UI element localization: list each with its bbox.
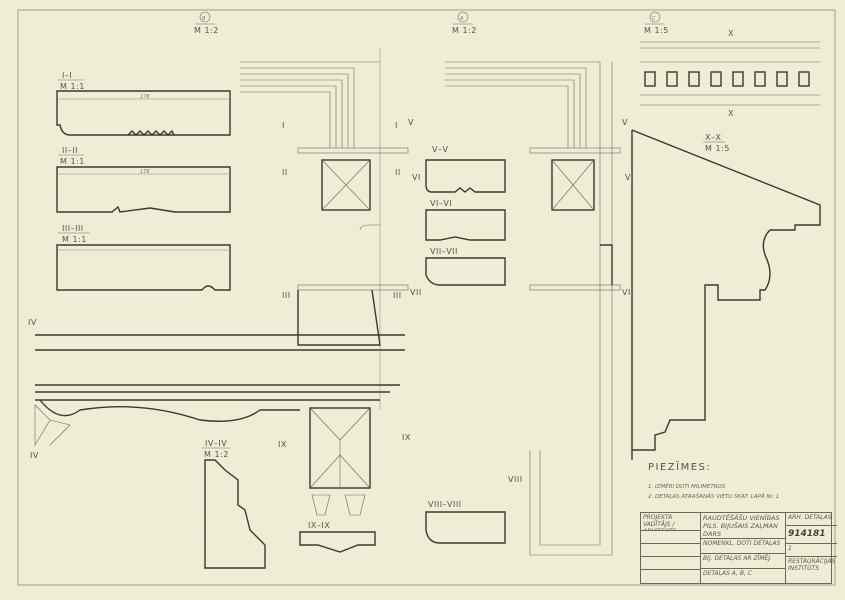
- title-block-sheet: 1: [786, 544, 838, 557]
- detail-ix: IX IX IX–IX: [278, 407, 411, 553]
- section-5: V–V: [425, 145, 506, 193]
- view-b-header: B M 1:2: [194, 11, 219, 35]
- svg-text:V–V: V–V: [432, 145, 448, 154]
- svg-text:IV: IV: [28, 318, 37, 327]
- view-c-header: C M 1:5: [644, 11, 669, 35]
- svg-text:III–III: III–III: [62, 224, 84, 233]
- svg-text:B: B: [202, 16, 206, 22]
- svg-text:2. DETAĻAS ATRAŠANĀS VIETU SKA: 2. DETAĻAS ATRAŠANĀS VIETU SKAT. LAPĀ Nr…: [648, 493, 779, 500]
- svg-text:IX–IX: IX–IX: [308, 521, 330, 530]
- svg-text:II: II: [395, 168, 401, 177]
- title-block-empty-row: [641, 531, 700, 544]
- svg-text:VII: VII: [622, 288, 634, 297]
- section-6: VI–VI: [425, 199, 506, 241]
- svg-text:V: V: [408, 118, 414, 127]
- svg-text:A: A: [459, 16, 464, 22]
- title-block-empty-row: [641, 557, 700, 570]
- title-block-signatures-column: PROJEKTA VADĪTĀJS / ARHITEKTS: [641, 513, 701, 583]
- title-block-main-column: RAUDTĒŠĀŠU VIENĪBAS PILS. BIJUŠAIS ZAĻMA…: [701, 513, 786, 583]
- section-7: VII–VII: [425, 247, 506, 286]
- svg-text:IX: IX: [278, 440, 287, 449]
- section-2: II–II M 1:1 178: [56, 146, 231, 213]
- svg-text:V: V: [622, 118, 628, 127]
- svg-text:M 1:1: M 1:1: [62, 235, 87, 244]
- svg-text:X: X: [728, 29, 734, 38]
- svg-text:III: III: [282, 291, 291, 300]
- section-x: X–X M 1:5: [631, 129, 821, 460]
- svg-text:I–I: I–I: [62, 71, 72, 80]
- svg-text:VI: VI: [625, 173, 634, 182]
- svg-text:VII: VII: [410, 288, 422, 297]
- title-block-org: RESTAURĀCIJAS INSTITŪTS: [788, 558, 836, 572]
- title-block-subtitle: BIJ. DETAĻAS AR ZĪMĒJ.: [701, 554, 785, 569]
- detail-c: XX: [640, 29, 820, 118]
- svg-text:IV: IV: [30, 451, 39, 460]
- svg-text:M 1:1: M 1:1: [60, 82, 85, 91]
- svg-text:X–X: X–X: [705, 133, 721, 142]
- svg-text:1. IZMĒRI DOTI MILIMETROS: 1. IZMĒRI DOTI MILIMETROS: [648, 483, 726, 490]
- svg-text:M 1:2: M 1:2: [452, 26, 477, 35]
- svg-text:I: I: [282, 121, 285, 130]
- svg-text:III: III: [393, 291, 402, 300]
- title-block-right-column: ARH. DETAĻAS 914181 1 RESTAURĀCIJAS INST…: [786, 513, 838, 583]
- svg-text:IX: IX: [402, 433, 411, 442]
- svg-text:IV–IV: IV–IV: [205, 439, 227, 448]
- title-block-number: 914181: [786, 526, 838, 544]
- svg-text:C: C: [652, 16, 656, 22]
- svg-text:178: 178: [140, 169, 150, 175]
- svg-text:178: 178: [140, 94, 150, 100]
- title-block-signatures: PROJEKTA VADĪTĀJS / ARHITEKTS: [641, 513, 700, 531]
- svg-text:M 1:1: M 1:1: [60, 157, 85, 166]
- sheet-border: [17, 9, 836, 586]
- view-a-header: A M 1:2: [452, 11, 477, 35]
- svg-text:VIII–VIII: VIII–VIII: [428, 500, 462, 509]
- section-8: VIII–VIII: [425, 500, 506, 544]
- elevation-a: V V VI VI VII VII VIII: [408, 61, 634, 556]
- svg-text:M 1:2: M 1:2: [204, 450, 229, 459]
- svg-text:M 1:5: M 1:5: [644, 26, 669, 35]
- section-1: I–I M 1:1 178: [56, 71, 231, 136]
- svg-text:M 1:2: M 1:2: [194, 26, 219, 35]
- svg-text:M 1:5: M 1:5: [705, 144, 730, 153]
- svg-text:VIII: VIII: [508, 475, 523, 484]
- svg-text:II: II: [282, 168, 288, 177]
- title-block-empty-row: [641, 544, 700, 557]
- svg-text:VI–VI: VI–VI: [430, 199, 452, 208]
- section-4: IV–IV M 1:2: [202, 439, 266, 569]
- svg-text:II–II: II–II: [62, 146, 78, 155]
- title-block: PROJEKTA VADĪTĀJS / ARHITEKTS RAUDTĒŠĀŠU…: [640, 512, 838, 584]
- title-block-object: RAUDTĒŠĀŠU VIENĪBAS PILS. BIJUŠAIS ZAĻMA…: [701, 513, 785, 539]
- title-block-empty-row: [641, 570, 700, 583]
- title-block-stage: ARH. DETAĻAS: [786, 513, 838, 526]
- title-block-sheet-title: NOMENKL. DOTI DETAĻAS: [701, 539, 785, 554]
- svg-text:X: X: [728, 109, 734, 118]
- section-3: III–III M 1:1: [56, 224, 231, 291]
- notes: PIEZĪMES: 1. IZMĒRI DOTI MILIMETROS 2. D…: [648, 460, 779, 500]
- svg-text:VII–VII: VII–VII: [430, 247, 458, 256]
- svg-text:I: I: [395, 121, 398, 130]
- cornice-elevation: IV IV: [28, 318, 405, 460]
- svg-text:PIEZĪMES:: PIEZĪMES:: [648, 460, 711, 473]
- svg-text:VI: VI: [412, 173, 421, 182]
- title-block-details: DETAĻAS A, B, C: [703, 570, 752, 577]
